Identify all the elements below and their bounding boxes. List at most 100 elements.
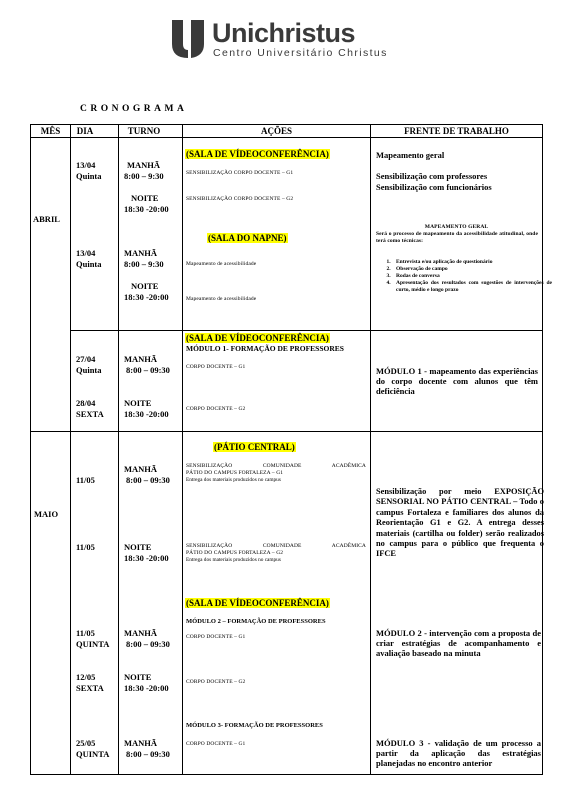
workfront-title: MAPEAMENTO GERAL bbox=[424, 224, 489, 230]
location-highlight: (SALA DE VÍDEOCONFERÊNCIA) bbox=[185, 598, 330, 608]
day-cell: 11/05 bbox=[76, 628, 95, 638]
weekday-cell: Quinta bbox=[76, 171, 102, 181]
column-header-day: DIA bbox=[76, 126, 94, 136]
shift-cell: MANHÃ bbox=[124, 464, 158, 474]
weekday-cell: QUINTA bbox=[76, 749, 110, 759]
table-border bbox=[30, 774, 543, 775]
day-cell: 11/05 bbox=[76, 475, 95, 485]
table-border bbox=[70, 330, 543, 331]
action-text: SENSIBILIZAÇÃO COMUNIDADE ACADÊMICA bbox=[186, 543, 366, 550]
mapping-step: Rodas de conversa bbox=[392, 273, 552, 280]
logo-name: Unichristus bbox=[212, 18, 356, 48]
shift-cell: NOITE bbox=[131, 193, 159, 203]
column-header-shift: TURNO bbox=[127, 126, 161, 136]
weekday-cell: Quinta bbox=[76, 259, 102, 269]
shift-cell: MANHÃ bbox=[127, 160, 161, 170]
shift-cell: MANHÃ bbox=[124, 248, 158, 258]
workfront-text: MÓDULO 1 - mapeamento das experiências d… bbox=[376, 366, 538, 396]
action-text: SENSIBILIZAÇÃO CORPO DOCENTE – G1 bbox=[186, 170, 294, 176]
day-cell: 12/05 bbox=[76, 672, 96, 682]
module-title: MÓDULO 2 – FORMAÇÃO DE PROFESSORES bbox=[186, 618, 326, 625]
unichristus-logo: Unichristus Centro Universitário Christu… bbox=[170, 18, 386, 59]
shift-cell: NOITE bbox=[131, 281, 159, 291]
action-text: SENSIBILIZAÇÃO COMUNIDADE ACADÊMICA bbox=[186, 463, 366, 470]
table-border bbox=[30, 124, 31, 775]
workfront-text: Sensibilização com funcionários bbox=[376, 182, 492, 192]
shift-cell: NOITE bbox=[124, 672, 152, 682]
table-border bbox=[30, 124, 543, 125]
time-cell: 18:30 -20:00 bbox=[124, 683, 169, 693]
column-header-workfront: FRENTE DE TRABALHO bbox=[404, 126, 509, 136]
location-highlight: (PÁTIO CENTRAL) bbox=[213, 442, 296, 452]
time-cell: 8:00 – 09:30 bbox=[126, 365, 170, 375]
month-label-abril: ABRIL bbox=[33, 214, 60, 224]
action-text: PÁTIO DO CAMPUS FORTALEZA – G1 bbox=[186, 470, 284, 476]
column-header-month: MÊS bbox=[40, 126, 61, 136]
location-label: (PÁTIO CENTRAL) bbox=[213, 442, 296, 452]
weekday-cell: QUINTA bbox=[76, 639, 110, 649]
workfront-intro: Será o processo de mapeamento da acessib… bbox=[376, 231, 538, 244]
mapping-step: Apresentação dos resultados com sugestõe… bbox=[392, 280, 552, 294]
time-cell: 18:30 -20:00 bbox=[124, 409, 169, 419]
day-cell: 25/05 bbox=[76, 738, 96, 748]
time-cell: 18:30 -20:00 bbox=[124, 553, 169, 563]
time-cell: 8:00 – 09:30 bbox=[126, 475, 170, 485]
mapping-step: Observação de campo bbox=[392, 266, 552, 273]
action-text: Entrega dos materiais produzidos no camp… bbox=[186, 557, 281, 563]
location-highlight: (SALA DO NAPNE) bbox=[207, 233, 288, 243]
module-title: MÓDULO 1- FORMAÇÃO DE PROFESSORES bbox=[186, 344, 344, 353]
action-text: CORPO DOCENTE – G2 bbox=[186, 679, 246, 685]
workfront-text: MÓDULO 3 - validação de um processo a pa… bbox=[376, 738, 541, 768]
action-line: SENSIBILIZAÇÃO COMUNIDADE ACADÊMICA bbox=[186, 543, 366, 549]
action-line: SENSIBILIZAÇÃO COMUNIDADE ACADÊMICA bbox=[186, 463, 366, 469]
time-cell: 18:30 -20:00 bbox=[124, 204, 169, 214]
mapping-step: Entrevista e/ou aplicação de questionári… bbox=[392, 259, 552, 266]
day-cell: 27/04 bbox=[76, 354, 96, 364]
shift-cell: MANHÃ bbox=[124, 738, 158, 748]
day-cell: 13/04 bbox=[76, 248, 96, 258]
logo-u-icon bbox=[172, 20, 204, 58]
logo-subtitle: Centro Universitário Christus bbox=[213, 47, 388, 59]
time-cell: 8:00 – 9:30 bbox=[124, 171, 164, 181]
module-title: MÓDULO 3- FORMAÇÃO DE PROFESSORES bbox=[186, 722, 323, 729]
workfront-text: Sensibilização com professores bbox=[376, 171, 488, 181]
location-highlight: (SALA DE VÍDEOCONFERÊNCIA) bbox=[185, 333, 330, 343]
shift-cell: NOITE bbox=[124, 398, 152, 408]
action-text: Mapeamento de acessibilidade bbox=[186, 261, 257, 267]
time-cell: 8:00 – 09:30 bbox=[126, 639, 170, 649]
table-border bbox=[182, 124, 183, 775]
action-text: Mapeamento de acessibilidade bbox=[186, 296, 257, 302]
table-border bbox=[370, 124, 371, 775]
day-cell: 11/05 bbox=[76, 542, 95, 552]
weekday-cell: Quinta bbox=[76, 365, 102, 375]
day-cell: 28/04 bbox=[76, 398, 96, 408]
action-text: CORPO DOCENTE – G1 bbox=[186, 634, 246, 640]
action-text: Entrega dos materiais produzidos no camp… bbox=[186, 477, 281, 483]
action-text: CORPO DOCENTE – G1 bbox=[186, 364, 246, 370]
location-highlight: (SALA DE VÍDEOCONFERÊNCIA) bbox=[185, 149, 330, 159]
location-label: (SALA DE VÍDEOCONFERÊNCIA) bbox=[185, 598, 330, 608]
location-label: (SALA DE VÍDEOCONFERÊNCIA) bbox=[185, 333, 330, 343]
shift-cell: MANHÃ bbox=[124, 628, 158, 638]
action-text: SENSIBILIZAÇÃO CORPO DOCENTE – G2 bbox=[186, 196, 294, 202]
document-title: CRONOGRAMA bbox=[80, 104, 188, 114]
action-text: PÁTIO DO CAMPUS FORTALEZA – G2 bbox=[186, 550, 284, 556]
column-header-actions: AÇÕES bbox=[260, 126, 292, 136]
time-cell: 18:30 -20:00 bbox=[124, 292, 169, 302]
table-border bbox=[118, 124, 119, 775]
location-label: (SALA DE VÍDEOCONFERÊNCIA) bbox=[185, 149, 330, 159]
location-label: (SALA DO NAPNE) bbox=[207, 233, 288, 243]
month-label-maio: MAIO bbox=[34, 509, 59, 519]
table-border bbox=[30, 431, 543, 432]
day-cell: 13/04 bbox=[76, 160, 96, 170]
shift-cell: NOITE bbox=[124, 542, 152, 552]
mapping-steps-list: Entrevista e/ou aplicação de questionári… bbox=[380, 259, 552, 294]
action-text: CORPO DOCENTE – G2 bbox=[186, 406, 246, 412]
time-cell: 8:00 – 09:30 bbox=[126, 749, 170, 759]
table-border bbox=[70, 124, 71, 775]
weekday-cell: SEXTA bbox=[76, 683, 104, 693]
table-border bbox=[30, 137, 543, 138]
workfront-text: MÓDULO 2 - intervenção com a proposta de… bbox=[376, 628, 541, 658]
weekday-cell: SEXTA bbox=[76, 409, 104, 419]
table-border bbox=[542, 124, 543, 775]
